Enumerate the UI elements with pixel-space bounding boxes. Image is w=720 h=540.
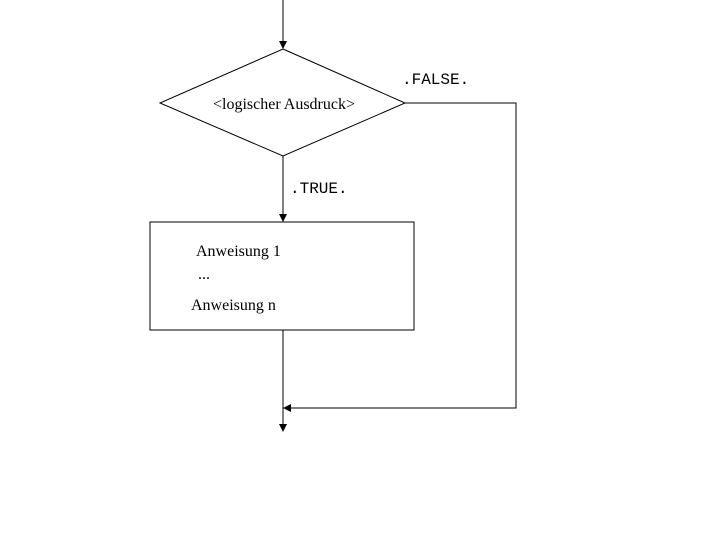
true-arrowhead [279, 214, 287, 222]
true-branch-label: .TRUE. [290, 180, 348, 198]
false-path [289, 102, 517, 409]
statement-ellipsis: ... [198, 266, 210, 283]
merge-arrowhead [283, 404, 291, 412]
false-branch-label: .FALSE. [402, 71, 469, 89]
entry-arrowhead [279, 41, 287, 49]
statement-first: Anweisung 1 [196, 243, 281, 260]
statement-last: Anweisung n [191, 297, 276, 314]
exit-arrowhead [279, 424, 287, 432]
statement-block [149, 221, 415, 331]
condition-text: <logischer Ausdruck> [213, 96, 355, 113]
